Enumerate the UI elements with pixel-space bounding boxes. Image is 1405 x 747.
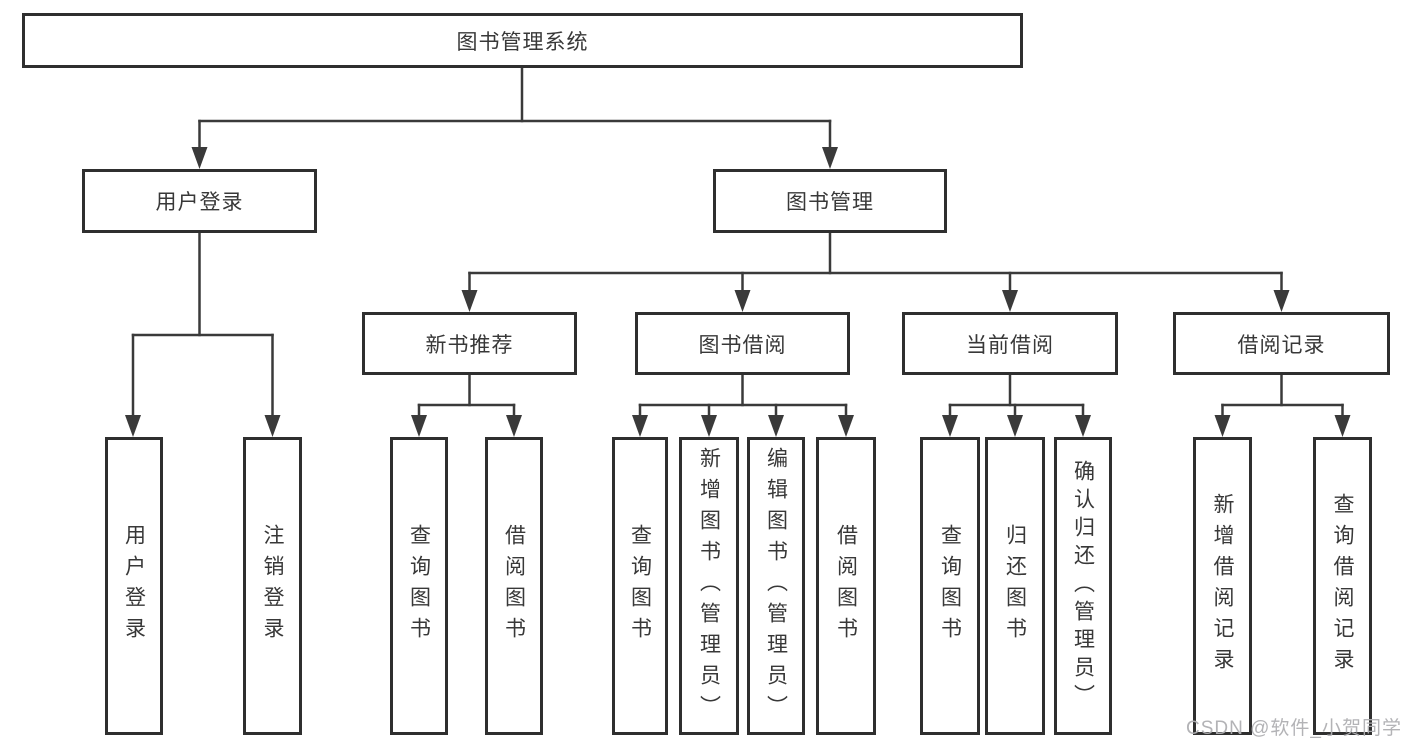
node-user-login: 用户登录 [82, 169, 317, 233]
node-label: 新书推荐 [425, 333, 514, 357]
node-label: 确认归还（管理员） [1071, 460, 1095, 712]
csdn-watermark: CSDN @软件_小贺同学 [1186, 718, 1402, 739]
node-new-book-recommend: 新书推荐 [362, 312, 577, 375]
leaf-confirm-return-admin: 确认归还（管理员） [1054, 437, 1112, 735]
node-label: 注销登录 [261, 524, 284, 648]
node-label: 查询图书 [628, 524, 652, 648]
node-label: 用户登录 [155, 191, 244, 214]
leaf-logout: 注销登录 [243, 437, 302, 735]
node-label: 查询借阅记录 [1331, 493, 1354, 679]
leaf-add-borrow-record: 新增借阅记录 [1193, 437, 1252, 735]
node-library-management-system: 图书管理系统 [22, 13, 1023, 68]
node-label: 图书管理 [786, 191, 874, 214]
leaf-borrow-book: 借阅图书 [816, 437, 876, 735]
node-label: 借阅记录 [1237, 333, 1326, 357]
node-label: 归还图书 [1003, 524, 1027, 648]
node-label: 图书管理系统 [456, 30, 589, 54]
leaf-return-book: 归还图书 [985, 437, 1045, 735]
leaf-user-login: 用户登录 [105, 437, 163, 735]
node-current-borrow: 当前借阅 [902, 312, 1118, 375]
node-label: 新增借阅记录 [1211, 493, 1234, 679]
node-borrow-records: 借阅记录 [1173, 312, 1390, 375]
leaf-edit-book-admin: 编辑图书（管理员） [747, 437, 805, 735]
node-label: 借阅图书 [834, 524, 858, 648]
node-label: 当前借阅 [966, 333, 1054, 357]
leaf-query-book-current: 查询图书 [920, 437, 980, 735]
leaf-query-book-borrow: 查询图书 [612, 437, 668, 735]
node-label: 借阅图书 [502, 524, 526, 648]
leaf-borrow-book-recommend: 借阅图书 [485, 437, 543, 735]
node-label: 查询图书 [407, 524, 431, 648]
node-label: 查询图书 [938, 524, 962, 648]
leaf-add-book-admin: 新增图书（管理员） [679, 437, 739, 735]
node-label: 新增图书（管理员） [697, 446, 721, 726]
node-label: 编辑图书（管理员） [764, 446, 788, 726]
node-label: 用户登录 [122, 524, 146, 648]
node-book-borrow: 图书借阅 [635, 312, 850, 375]
node-book-management: 图书管理 [713, 169, 947, 233]
connector-arrowheads [125, 147, 1351, 437]
leaf-query-book-recommend: 查询图书 [390, 437, 448, 735]
node-label: 图书借阅 [698, 333, 787, 357]
leaf-query-borrow-record: 查询借阅记录 [1313, 437, 1372, 735]
